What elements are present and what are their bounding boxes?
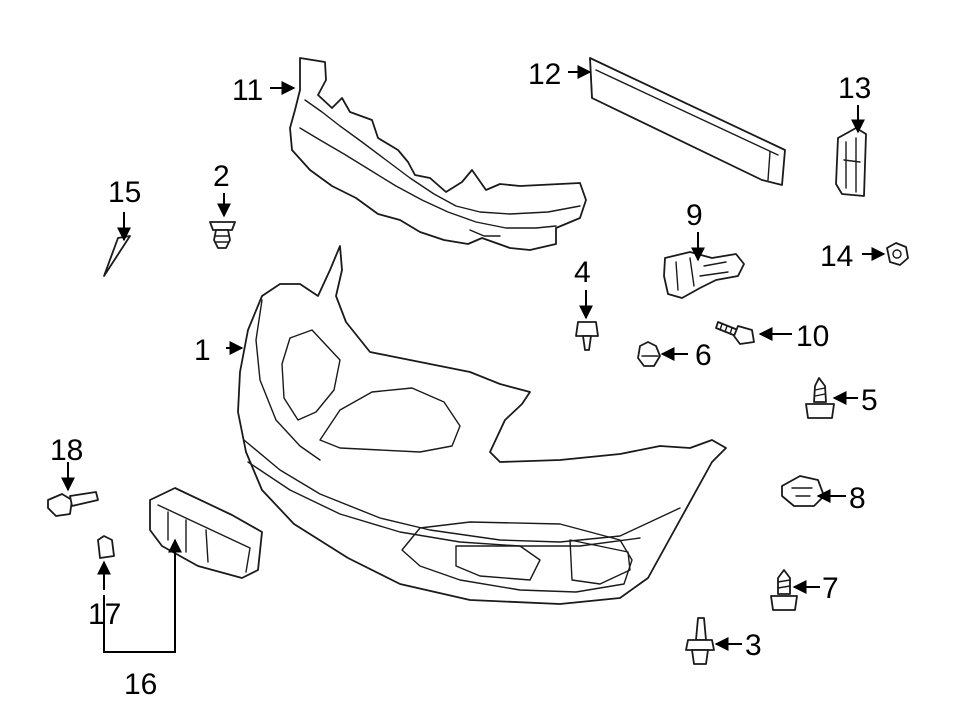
callout-4: 4 (574, 256, 591, 289)
part-6-nut-clip (637, 341, 661, 367)
part-11-energy-absorber (289, 57, 587, 251)
leader-arrows (61, 65, 886, 653)
part-5-screw (805, 377, 835, 419)
part-12-reinforcement (589, 57, 786, 186)
callout-13: 13 (838, 72, 871, 105)
callout-14: 14 (820, 240, 853, 273)
part-18-bolt (47, 491, 99, 517)
part-15-clip (103, 235, 131, 277)
callout-12: 12 (528, 58, 561, 91)
callout-18: 18 (50, 434, 83, 467)
callout-labels: 1 2 3 4 5 6 7 8 9 10 11 12 13 14 15 16 1… (50, 58, 878, 701)
callout-10: 10 (796, 320, 829, 353)
callout-16: 16 (124, 668, 157, 701)
part-9-bracket (663, 251, 745, 299)
callout-1: 1 (194, 334, 211, 367)
callout-17: 17 (88, 598, 121, 631)
callout-8: 8 (849, 482, 866, 515)
callout-15: 15 (108, 176, 141, 209)
part-2-push-pin (209, 221, 236, 249)
part-17-clip (97, 535, 115, 559)
part-14-nut (886, 242, 909, 266)
callout-3: 3 (745, 629, 762, 662)
callout-7: 7 (822, 572, 839, 605)
arrow-16 (103, 538, 182, 653)
part-8-nut-clip (781, 475, 825, 507)
callout-2: 2 (213, 160, 230, 193)
callout-5: 5 (861, 384, 878, 417)
callout-11: 11 (232, 74, 263, 107)
callout-9: 9 (686, 199, 703, 232)
part-16-plate-bracket (149, 487, 263, 579)
part-10-bolt (715, 321, 755, 345)
part-4-push-pin (575, 321, 599, 351)
part-1-bumper-cover (237, 245, 727, 605)
part-13-bracket (835, 127, 867, 197)
part-3-retainer (685, 617, 715, 665)
part-7-screw (770, 569, 798, 611)
callout-6: 6 (695, 339, 712, 372)
